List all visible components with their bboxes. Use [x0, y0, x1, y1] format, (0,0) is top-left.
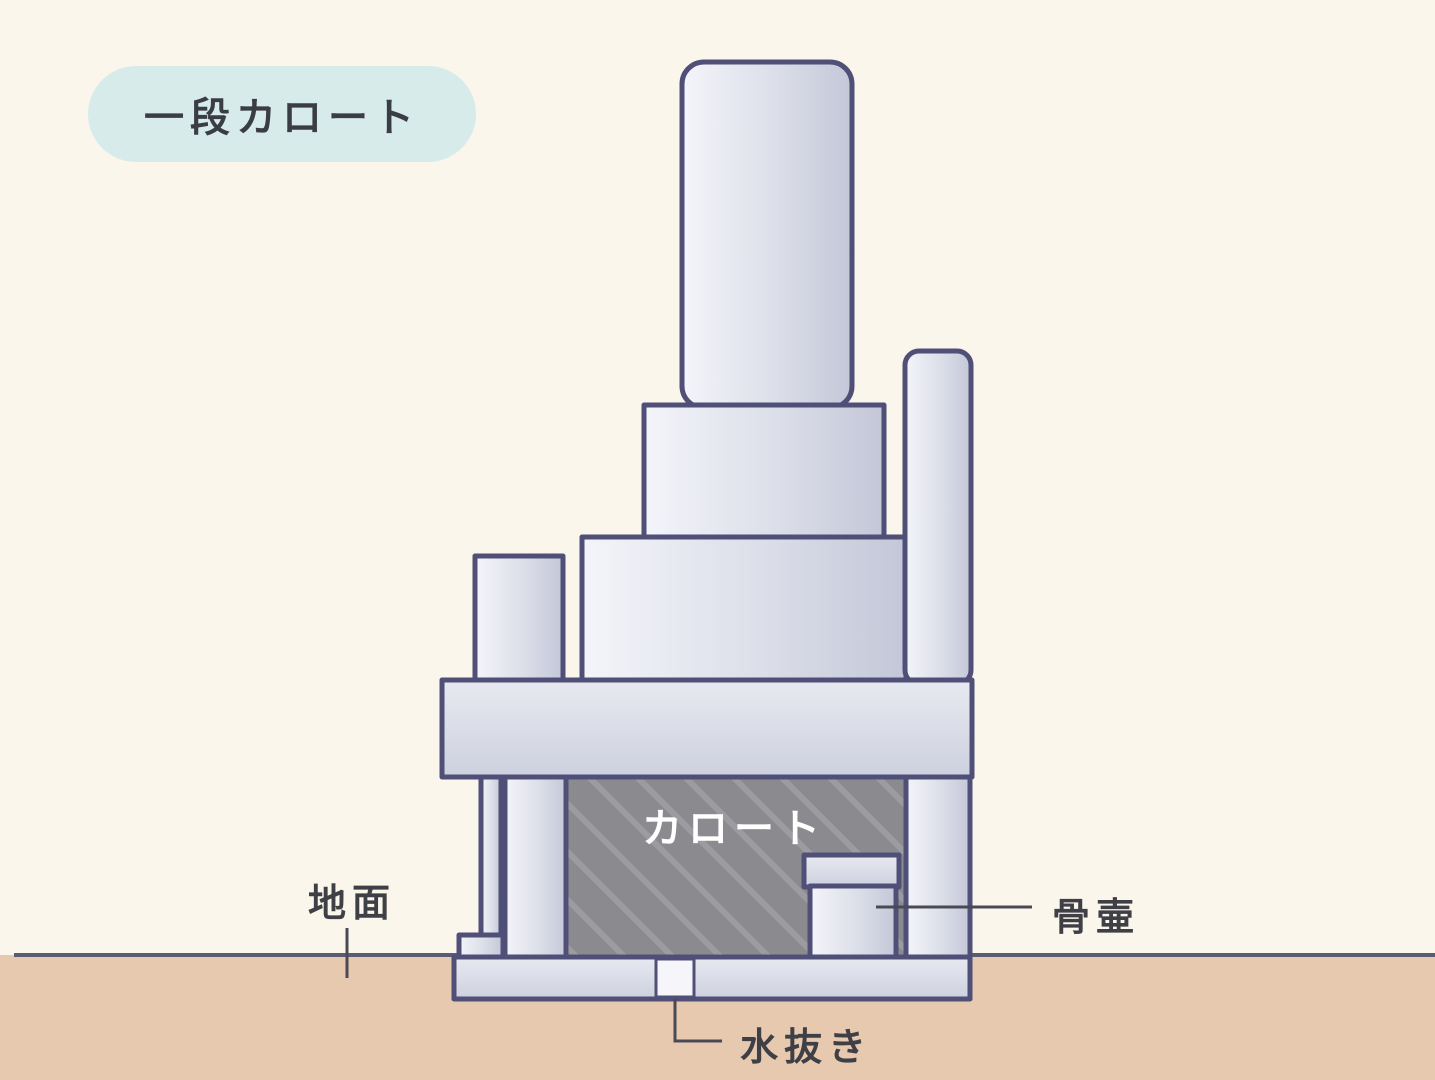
- slab: [439, 677, 975, 780]
- right-pillar: [903, 774, 973, 960]
- main-stone: [679, 59, 855, 411]
- left-thin-pillar: [478, 774, 504, 938]
- karoto-label: カロート: [642, 806, 826, 852]
- middle-base: [579, 534, 909, 685]
- right-post: [902, 348, 974, 687]
- left-post: [472, 553, 566, 687]
- title-text: 一段カロート: [144, 95, 420, 141]
- urn-body: [807, 883, 899, 960]
- ground-label: 地面: [308, 881, 397, 925]
- urn-label: 骨壷: [1052, 895, 1141, 939]
- left-pillar: [502, 774, 570, 960]
- upper-base: [641, 402, 887, 542]
- title-badge: 一段カロート: [88, 66, 476, 162]
- bottom-slab: [451, 954, 973, 1002]
- drain-hole: [654, 957, 696, 999]
- urn-lid: [801, 852, 902, 890]
- drain-pointer: [673, 999, 722, 1043]
- left-step: [456, 932, 506, 960]
- drain-label: 水抜き: [740, 1025, 873, 1069]
